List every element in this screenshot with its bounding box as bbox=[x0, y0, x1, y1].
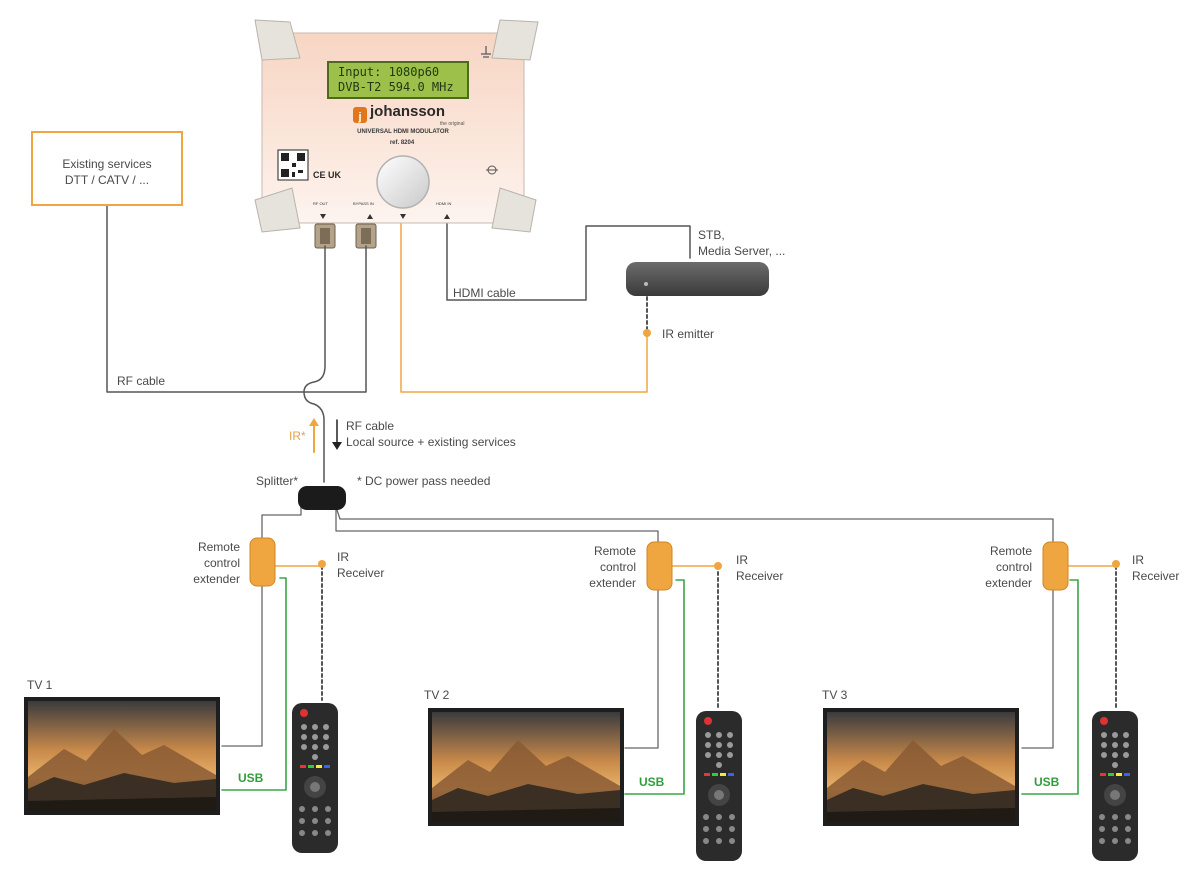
remote-control-extender-tv2 bbox=[646, 541, 673, 591]
port-label-hdmi: HDMI IN bbox=[436, 201, 452, 206]
mounting-brackets bbox=[254, 19, 539, 233]
remote-control-extender-tv1 bbox=[249, 537, 276, 587]
remote-control-1 bbox=[292, 703, 338, 853]
qr-code bbox=[277, 149, 309, 181]
ir-star-label: IR* bbox=[289, 429, 306, 443]
room1-extender-line1: Remote bbox=[197, 540, 240, 554]
port-label-bypass: BYPASS IN bbox=[353, 201, 374, 206]
rf-out-connector[interactable] bbox=[314, 223, 336, 249]
brand-name: johansson bbox=[370, 103, 446, 120]
product-ref: ref. 8204 bbox=[389, 140, 415, 146]
svg-text:j: j bbox=[357, 111, 361, 123]
usb-cable-tv3 bbox=[1021, 579, 1079, 795]
ir-receiver-dot-tv1 bbox=[318, 560, 326, 568]
room2-ir-line1: IR bbox=[736, 553, 748, 567]
power-icon bbox=[486, 165, 498, 175]
usb-cable-tv2 bbox=[624, 579, 685, 795]
coax-extender-tv1 bbox=[221, 581, 263, 747]
stb-label-line1: STB, bbox=[698, 228, 725, 242]
room2-extender-line2: control bbox=[599, 560, 636, 574]
stb-device bbox=[626, 262, 769, 296]
existing-services-line2: DTT / CATV / ... bbox=[64, 173, 150, 187]
lcd-display bbox=[327, 61, 469, 99]
room2-tv-label: TV 2 bbox=[424, 688, 450, 702]
brand-tagline: the original bbox=[440, 121, 465, 127]
ce-mark: CE UK bbox=[313, 170, 342, 180]
room3-ir-line1: IR bbox=[1132, 553, 1144, 567]
room2-usb-label: USB bbox=[639, 775, 665, 789]
tv-screen-3 bbox=[823, 708, 1019, 826]
hdmi-cable-label: HDMI cable bbox=[453, 286, 516, 300]
remote-control-2 bbox=[696, 711, 742, 861]
distribution-cable-tv3 bbox=[335, 506, 1054, 543]
ir-receiver-dot-tv3 bbox=[1112, 560, 1120, 568]
tv-screen-2 bbox=[428, 708, 624, 826]
room2-extender-line1: Remote bbox=[593, 544, 636, 558]
room2-extender-line3: extender bbox=[589, 576, 636, 590]
room1-ir-line2: Receiver bbox=[337, 566, 385, 580]
splitter-label: Splitter* bbox=[256, 474, 299, 488]
room1-extender-line3: extender bbox=[193, 572, 240, 586]
ground-icon bbox=[481, 46, 491, 58]
coax-extender-tv3 bbox=[1021, 583, 1054, 749]
ir-emitter-cable bbox=[400, 223, 648, 393]
rf-cable-left-label: RF cable bbox=[117, 374, 166, 388]
remote-control-3 bbox=[1092, 711, 1138, 861]
bypass-in-connector[interactable] bbox=[355, 223, 377, 249]
ir-emitter-dot bbox=[643, 329, 651, 337]
distribution-cable-tv2 bbox=[335, 506, 659, 543]
room3-extender-line2: control bbox=[995, 560, 1032, 574]
rf-cable-rf-out bbox=[303, 245, 326, 483]
room2-ir-line2: Receiver bbox=[736, 569, 784, 583]
port-label-rf-out: RF OUT bbox=[313, 201, 328, 206]
room3-ir-line2: Receiver bbox=[1132, 569, 1180, 583]
existing-services-line1: Existing services bbox=[62, 157, 152, 171]
room3-usb-label: USB bbox=[1034, 775, 1060, 789]
brand-logo: j bbox=[353, 107, 367, 123]
ir-emitter-label: IR emitter bbox=[662, 327, 715, 341]
rotary-knob[interactable] bbox=[376, 155, 430, 209]
port-arrows bbox=[320, 214, 450, 219]
room1-ir-line1: IR bbox=[337, 550, 349, 564]
splitter-device bbox=[298, 486, 346, 510]
stb-label-line2: Media Server, ... bbox=[698, 244, 786, 258]
room1-usb-label: USB bbox=[238, 771, 264, 785]
room1-tv-label: TV 1 bbox=[27, 678, 53, 692]
existing-services-box: Existing services DTT / CATV / ... bbox=[31, 131, 183, 206]
room3-extender-line3: extender bbox=[985, 576, 1032, 590]
local-source-label: Local source + existing services bbox=[346, 435, 516, 449]
lcd-line-1: Input: 1080p60 bbox=[338, 65, 440, 79]
room1-extender-line2: control bbox=[203, 556, 240, 570]
lcd-line-2: DVB-T2 594.0 MHz bbox=[338, 80, 454, 94]
dc-note-label: * DC power pass needed bbox=[357, 474, 491, 488]
rf-cable-down-label: RF cable bbox=[346, 419, 395, 433]
hdmi-cable bbox=[446, 223, 691, 301]
distribution-cable-tv1 bbox=[261, 506, 302, 541]
rf-cable-existing-services bbox=[106, 205, 367, 393]
room3-tv-label: TV 3 bbox=[822, 688, 848, 702]
coax-extender-tv2 bbox=[624, 583, 659, 749]
ir-receiver-dot-tv2 bbox=[714, 562, 722, 570]
room3-extender-line1: Remote bbox=[989, 544, 1032, 558]
usb-cable-tv1 bbox=[221, 577, 287, 791]
tv-screen-1 bbox=[24, 697, 220, 815]
remote-control-extender-tv3 bbox=[1042, 541, 1069, 591]
product-name: UNIVERSAL HDMI MODULATOR bbox=[357, 129, 449, 135]
hdmi-modulator-device: j bbox=[254, 19, 539, 249]
